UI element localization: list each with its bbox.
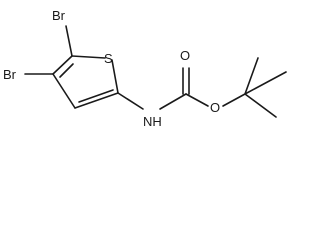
atom-amine: NH [143, 114, 162, 129]
bond-c2-n [117, 92, 144, 110]
molecule-structure-diagram: Br Br S NH O O [3, 8, 287, 129]
atom-sulfur: S [104, 51, 113, 66]
atom-ester-oxygen: O [210, 100, 220, 115]
bond-c5-s1 [71, 55, 106, 59]
atom-br-lower: Br [3, 67, 17, 82]
bond-tbu-up [244, 57, 259, 95]
atom-br-upper: Br [52, 8, 66, 23]
bond-c3-c2 [74, 92, 119, 109]
bond-c4-c3 [52, 73, 76, 109]
bond-c5-c4 [52, 55, 73, 75]
bond-n-carbonyl-c [159, 93, 187, 110]
atom-carbonyl-oxygen: O [180, 48, 190, 63]
bond-s1-c2 [111, 59, 119, 94]
double-bond-c3-c2 [78, 89, 114, 103]
bond-carbonyl-c-ester-o [185, 93, 209, 107]
bond-tbu-down [244, 93, 277, 118]
bond-tbu-right [244, 71, 287, 95]
bond-c5-br [65, 25, 73, 57]
double-bond-c5-c4 [59, 63, 74, 78]
bond-ester-o-quaternary-c [222, 93, 246, 107]
